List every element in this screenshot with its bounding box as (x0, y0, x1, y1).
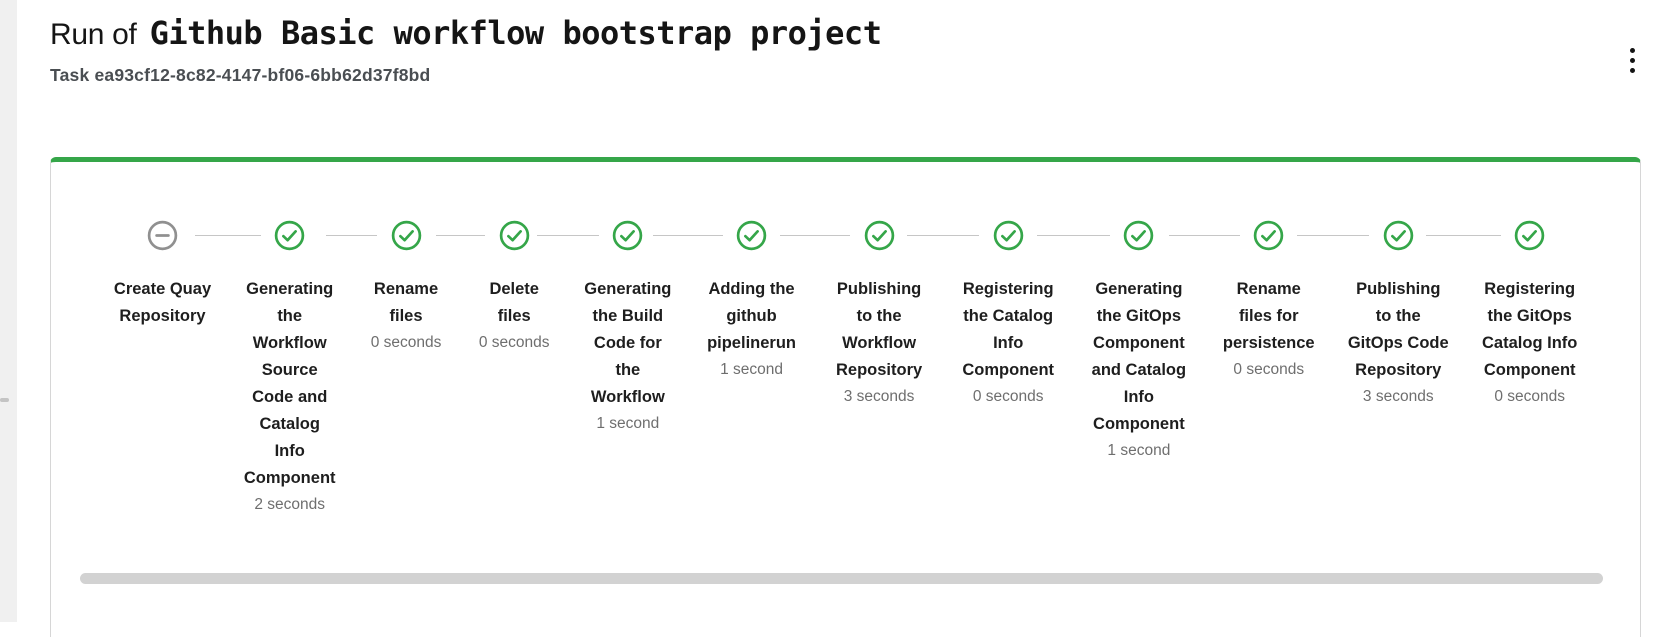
step-label: Registering the GitOps Catalog Info Comp… (1482, 280, 1578, 379)
check-circle-icon (736, 220, 767, 251)
step-label: Registering the Catalog Info Component (962, 280, 1055, 379)
step-label: Delete files (489, 280, 539, 325)
step-connector-line (536, 235, 599, 236)
step-connector-line (906, 235, 980, 236)
step-duration: 0 seconds (972, 388, 1044, 405)
step-label: Publishing to the Workflow Repository (835, 280, 923, 379)
page-title: Run of Github Basic workflow bootstrap p… (50, 14, 882, 52)
step-duration: 2 seconds (254, 496, 326, 513)
left-sidebar-strip (0, 0, 17, 622)
stepper-step[interactable]: Rename files 0 seconds (325, 220, 460, 355)
step-duration: 0 seconds (1494, 388, 1566, 405)
stepper-step[interactable]: Create Quay Repository (97, 220, 228, 330)
step-connector-line (325, 235, 378, 236)
step-duration: 1 second (1107, 442, 1171, 459)
stepper-step[interactable]: Generating the Workflow Source Code and … (195, 220, 351, 517)
step-connector-line (195, 235, 261, 236)
kebab-dot (1629, 47, 1635, 53)
task-id-subtitle: Task ea93cf12-8c82-4147-bf06-6bb62d37f8b… (50, 65, 431, 85)
check-circle-icon (391, 220, 421, 251)
horizontal-scrollbar-thumb[interactable] (80, 573, 1603, 584)
kebab-dot (1629, 57, 1635, 63)
step-duration: 1 second (596, 415, 660, 432)
step-duration: 0 seconds (370, 334, 442, 351)
stepper-step[interactable]: Generating the Build Code for the Workfl… (536, 220, 688, 436)
step-label: Rename files (373, 280, 439, 325)
kebab-dot (1629, 67, 1635, 73)
check-circle-icon (274, 220, 305, 251)
stepper-step[interactable]: Delete files 0 seconds (436, 220, 568, 355)
workflow-stepper: Create Quay Repository Generating the Wo… (51, 162, 1640, 517)
step-duration: 0 seconds (1233, 361, 1305, 378)
page-header: Run of Github Basic workflow bootstrap p… (50, 14, 882, 86)
check-circle-icon (1124, 220, 1154, 251)
check-circle-icon (613, 220, 643, 251)
step-label: Generating the Workflow Source Code and … (243, 280, 336, 487)
check-circle-icon (1254, 220, 1284, 251)
step-duration: 3 seconds (1362, 388, 1434, 405)
stepper-step[interactable]: Publishing to the GitOps Code Repository… (1296, 220, 1463, 409)
stepper-step[interactable]: Registering the Catalog Info Component 0… (906, 220, 1073, 409)
step-label: Publishing to the GitOps Code Repository (1347, 280, 1449, 379)
step-label: Generating the Build Code for the Workfl… (584, 280, 672, 406)
step-connector-line (1036, 235, 1110, 236)
step-connector-line (1169, 235, 1240, 236)
stepper-step[interactable]: Registering the GitOps Catalog Info Comp… (1426, 220, 1596, 409)
stepper-step[interactable]: Publishing to the Workflow Repository 3 … (780, 220, 943, 409)
check-circle-icon (499, 220, 529, 251)
check-circle-icon (993, 220, 1023, 251)
step-label: Create Quay Repository (113, 280, 212, 325)
step-label: Rename files for persistence (1222, 280, 1315, 352)
stepper-step[interactable]: Adding the github pipelinerun 1 second (653, 220, 815, 382)
step-connector-line (780, 235, 851, 236)
minus-circle-icon (147, 220, 178, 251)
stepper-step[interactable]: Generating the GitOps Component and Cata… (1036, 220, 1204, 463)
step-duration: 0 seconds (478, 334, 550, 351)
left-edge-dash (0, 398, 9, 402)
workflow-run-card: Create Quay Repository Generating the Wo… (50, 157, 1641, 637)
step-connector-line (436, 235, 486, 236)
step-connector-line (1296, 235, 1370, 236)
page-title-prefix: Run of (50, 18, 137, 51)
check-circle-icon (1514, 220, 1545, 251)
step-label: Adding the github pipelinerun (707, 280, 796, 352)
check-circle-icon (1383, 220, 1413, 251)
step-duration: 1 second (720, 361, 783, 378)
step-connector-line (653, 235, 723, 236)
step-label: Generating the GitOps Component and Cata… (1091, 280, 1187, 433)
stepper-step[interactable]: Rename files for persistence 0 seconds (1169, 220, 1333, 382)
step-connector-line (1426, 235, 1501, 236)
check-circle-icon (864, 220, 894, 251)
kebab-menu-icon[interactable] (1612, 40, 1652, 80)
step-duration: 3 seconds (843, 388, 915, 405)
workflow-name: Github Basic workflow bootstrap project (149, 14, 882, 52)
